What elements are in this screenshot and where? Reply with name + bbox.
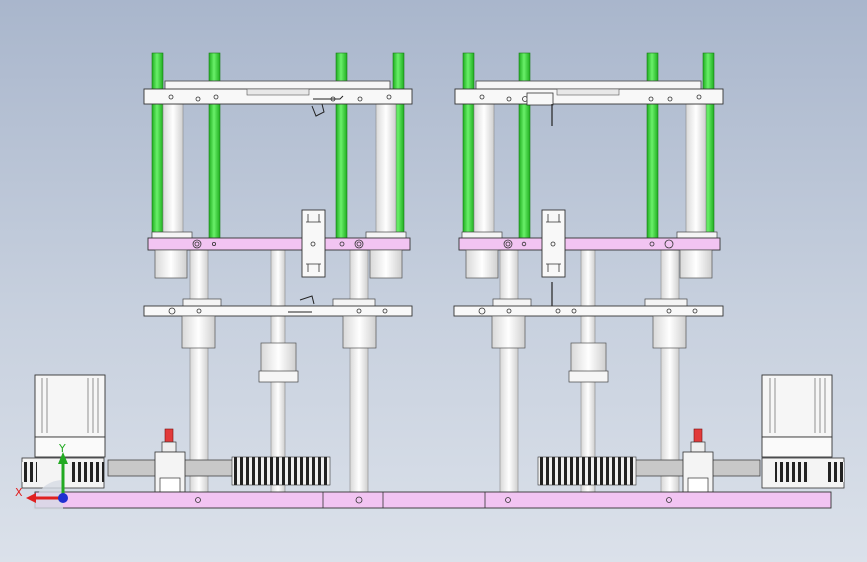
right-guide-rod-1 [462,52,475,240]
right-pulley [537,456,637,486]
left-column-2 [375,103,397,241]
right-motor [761,374,845,489]
right-column-lower-1 [499,249,519,496]
left-linear-bushing-1 [154,249,188,279]
right-top-sensor [526,92,554,106]
right-column-1 [473,103,495,241]
right-middle-plate [458,237,721,251]
right-center-bracket [541,209,566,278]
x-axis-label: X [15,486,23,499]
left-tensioner [154,428,186,493]
left-center-bracket [301,209,326,278]
left-column-lower-2 [349,249,369,496]
left-column-1 [162,103,184,241]
left-top-plate-slot [246,88,310,96]
left-lower-bushing-2 [342,315,377,349]
left-lower-bushing-1 [181,315,216,349]
right-screw-nut [570,342,607,374]
left-guide-rod-1 [151,52,164,240]
left-tower [143,52,413,496]
left-pulley [231,456,331,486]
left-middle-plate [147,237,411,251]
right-column-lower-2 [660,249,680,496]
axis-triad: X Y [15,442,68,510]
right-column-2 [685,103,707,241]
left-screw-nut [260,342,297,374]
z-axis-dot [58,493,68,503]
left-linear-bushing-2 [369,249,403,279]
right-tensioner [682,428,714,493]
base-plate [34,491,832,509]
right-tower [453,52,724,496]
left-motor [21,374,106,489]
left-lower-plate [143,305,413,317]
right-lower-plate [453,305,724,317]
base-assembly [21,374,845,509]
y-axis-label: Y [58,442,66,455]
left-top-sensor [311,95,344,117]
left-column-lower-1 [189,249,209,496]
